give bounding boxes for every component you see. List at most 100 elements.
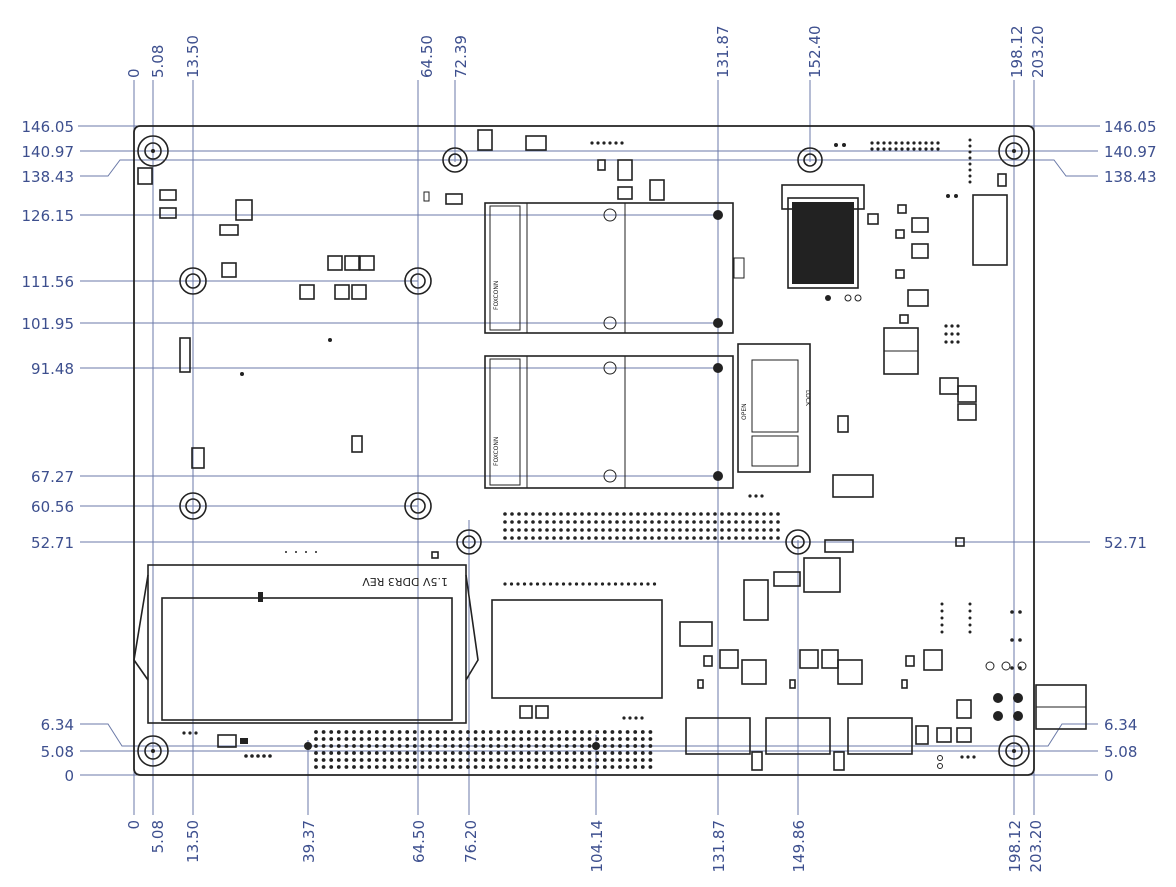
pin-dot [359,744,364,748]
pin-dot [488,758,493,762]
pin-dot [595,730,600,734]
pin-dot [618,765,622,769]
pin-dot [329,765,334,769]
pin-dot [295,551,297,553]
pin-dot [367,758,372,762]
pin-dot [940,623,944,627]
pin-dot [626,582,631,586]
pin-dot [678,528,682,532]
pin-dot [420,751,425,755]
sim-lock-label: LOCK [804,390,811,407]
pin-dot [450,758,455,762]
pin-dot [664,536,668,540]
pin-dot [374,730,379,734]
pin-dot [428,744,432,748]
pin-dot [329,751,334,755]
pin-dot [640,716,644,720]
pin-dot [944,340,948,344]
pin-dot [734,528,738,532]
dim-bottom-x-64-50: 64.50 [410,820,428,863]
pin-dot [692,512,696,516]
pin-dot [776,520,780,524]
pin-dot [344,758,349,762]
pin-dot [601,536,605,540]
pin-dot [572,744,577,748]
pin-dot [956,340,960,344]
pin-dot [504,730,508,734]
pin-dot [625,737,630,741]
pin-dot [443,744,448,748]
pin-dot [488,744,493,748]
pin-dot [435,765,440,769]
pin-dot [542,737,546,741]
pin-dot [1018,638,1022,642]
pin-dot [720,512,724,516]
pin-dot [906,147,910,151]
pin-dot [566,536,570,540]
pin-dot [359,751,364,755]
pin-dot [968,162,972,166]
pin-dot [748,528,752,532]
pin-dot [420,765,425,769]
pin-dot [968,602,972,606]
pin-dot [629,520,633,524]
pin-dot [600,582,605,586]
pin-dot [590,141,594,145]
pin-dot [545,528,549,532]
pin-dot [940,616,944,620]
pin-dot [524,512,528,516]
pin-dot [769,528,773,532]
pin-dot [473,737,478,741]
pin-dot [572,765,577,769]
pin-dot [517,520,521,524]
pin-dot [727,536,731,540]
pin-dot [643,536,647,540]
pin-dot [944,332,948,336]
pin-dot [587,528,591,532]
pin-dot [382,765,387,769]
pin-dot [321,737,326,741]
pin-dot [608,512,612,516]
pin-dot [643,512,647,516]
pin-dot [906,141,910,145]
pin-dot [1010,666,1014,670]
pin-dot [622,528,626,532]
dim-left-y-146-05: 146.05 [22,118,75,136]
pin-dot [1010,610,1014,614]
pin-dot [559,528,563,532]
pin-dot [321,730,326,734]
pin-dot [622,520,626,524]
pin-dot [748,536,752,540]
pin-dot [481,765,486,769]
pin-dot [382,744,387,748]
pin-dot [622,716,626,720]
pin-dot [526,758,531,762]
pin-dot [443,758,448,762]
pin-dot [720,520,724,524]
pin-dot [650,536,654,540]
pin-dot [503,528,507,532]
pin-dot [352,758,356,762]
pin-dot [405,751,410,755]
dim-top-x-203-20: 203.20 [1029,26,1047,79]
pin-dot [517,512,521,516]
pin-dot [481,758,486,762]
pin-dot [918,141,922,145]
dim-right-y-0: 0 [1104,767,1114,785]
pin-dot [473,751,478,755]
pin-dot [557,765,562,769]
dim-left-y-5-08: 5.08 [41,743,74,761]
pin-dot [268,754,272,758]
pin-dot [602,737,607,741]
pin-dot [458,765,463,769]
pin-dot [870,141,874,145]
pin-dot [412,758,417,762]
pin-dot [545,536,549,540]
pin-dot [968,138,972,142]
pin-dot [918,147,922,151]
pin-dot [936,147,940,151]
bottom-connectors [685,684,1087,755]
pin-dot [250,754,254,758]
pin-dot [352,737,356,741]
pin-dot [643,520,647,524]
